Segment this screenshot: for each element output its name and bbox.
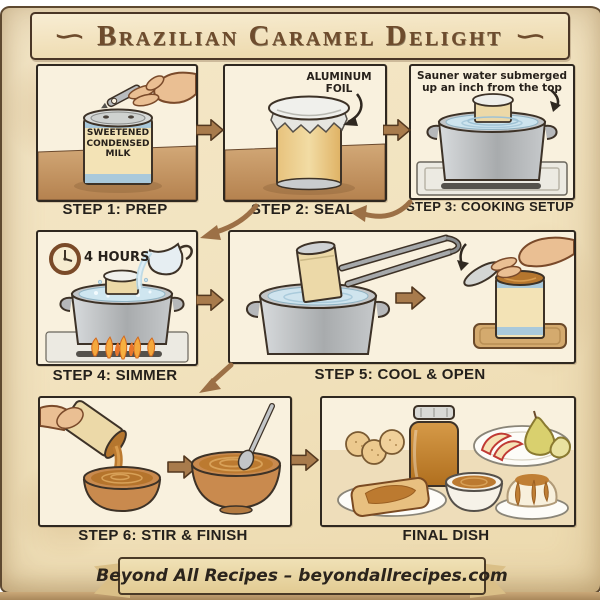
arrow-step5-step6: [199, 362, 234, 393]
step2-label: STEP 2: SEAL: [250, 201, 356, 218]
right-flourish-icon: ∽: [513, 20, 548, 52]
submerged-can-icon: [467, 93, 519, 126]
step1-illustration: [38, 71, 196, 200]
tongs-icon: [338, 234, 462, 288]
arrow-step3-return: [350, 199, 413, 222]
step3-panel: Sauner water submerged up an inch from t…: [409, 64, 575, 200]
submerged-can-icon: [103, 269, 141, 295]
arrow-cool-open: [395, 286, 426, 310]
arrow-step4-step5: [196, 288, 224, 312]
opened-can-icon: [495, 270, 545, 339]
arrow-step1-step2: [196, 118, 224, 142]
spoon-icon: [237, 403, 275, 471]
clock-icon: [49, 243, 81, 275]
arrow-step3-step4: [200, 203, 259, 240]
condensed-milk-can-icon: [83, 108, 153, 185]
fruit-plate-icon: [473, 410, 572, 467]
page-title: Brazilian Caramel Delight: [96, 19, 504, 52]
step4-label: STEP 4: SIMMER: [52, 367, 178, 384]
step2-panel: ALUMINUM FOIL: [223, 64, 387, 202]
pear-slice-icon: [549, 436, 572, 459]
step6-illustration: [40, 400, 282, 515]
step1-panel: SWEETENED CONDENSED MILK: [36, 64, 198, 202]
flame-icon: [91, 335, 156, 360]
step6-panel: [38, 396, 292, 527]
page-bottom-edge: [0, 592, 600, 600]
caramel-jar-icon: [409, 405, 459, 487]
arrow-pour-stir: [167, 455, 198, 479]
step5-panel: [228, 230, 576, 364]
footer-text: Beyond All Recipes – beyondallrecipes.co…: [96, 566, 508, 586]
can-label-text: SWEETENED CONDENSED MILK: [86, 128, 150, 160]
step1-label: STEP 1: PREP: [62, 201, 168, 218]
water-callout-text: Sauner water submerged up an inch from t…: [417, 70, 567, 95]
hand-icon: [127, 71, 196, 107]
step5-illustration: [246, 234, 574, 355]
callout-arrow-icon: [343, 93, 363, 126]
stirred-bowl-icon: [190, 451, 282, 515]
final-dish-label: FINAL DISH: [402, 527, 490, 544]
caramel-toast-icon: [337, 477, 447, 517]
ice-cream-icon: [495, 474, 569, 520]
title-banner: ∽ Brazilian Caramel Delight ∽: [30, 12, 570, 60]
bowl-icon: [82, 466, 162, 513]
step2-illustration: [225, 93, 385, 200]
lifted-can-icon: [295, 241, 343, 303]
hand-icon: [40, 404, 84, 432]
duration-text: 4 HOURS: [84, 250, 150, 265]
step4-panel: 4 HOURS: [36, 230, 198, 366]
step6-label: STEP 6: STIR & FINISH: [78, 527, 248, 544]
arrow-step6-final: [291, 448, 319, 472]
final-dish-panel: [320, 396, 576, 527]
crackers-icon: [345, 429, 405, 465]
step4-illustration: [45, 242, 193, 363]
apple-slice-icon: [492, 440, 525, 462]
arrow-step2-step3: [383, 118, 411, 142]
small-arrow-icon: [457, 243, 469, 271]
foil-covered-can-icon: [268, 95, 350, 191]
caramel-bowl-icon: [444, 472, 504, 513]
footer-ribbon: Beyond All Recipes – beyondallrecipes.co…: [96, 557, 508, 595]
left-flourish-icon: ∽: [52, 20, 87, 52]
step5-label: STEP 5: COOL & OPEN: [314, 366, 486, 383]
callout-arrow-icon: [550, 89, 561, 112]
hand-icon: [490, 236, 574, 279]
final-dish-illustration: [322, 405, 574, 525]
apple-slice-icon: [480, 432, 513, 456]
foil-callout-text: ALUMINUM FOIL: [306, 71, 372, 96]
step3-illustration: [416, 89, 568, 196]
step3-label: STEP 3: COOKING SETUP: [406, 199, 574, 214]
pitcher-icon: [136, 242, 193, 290]
